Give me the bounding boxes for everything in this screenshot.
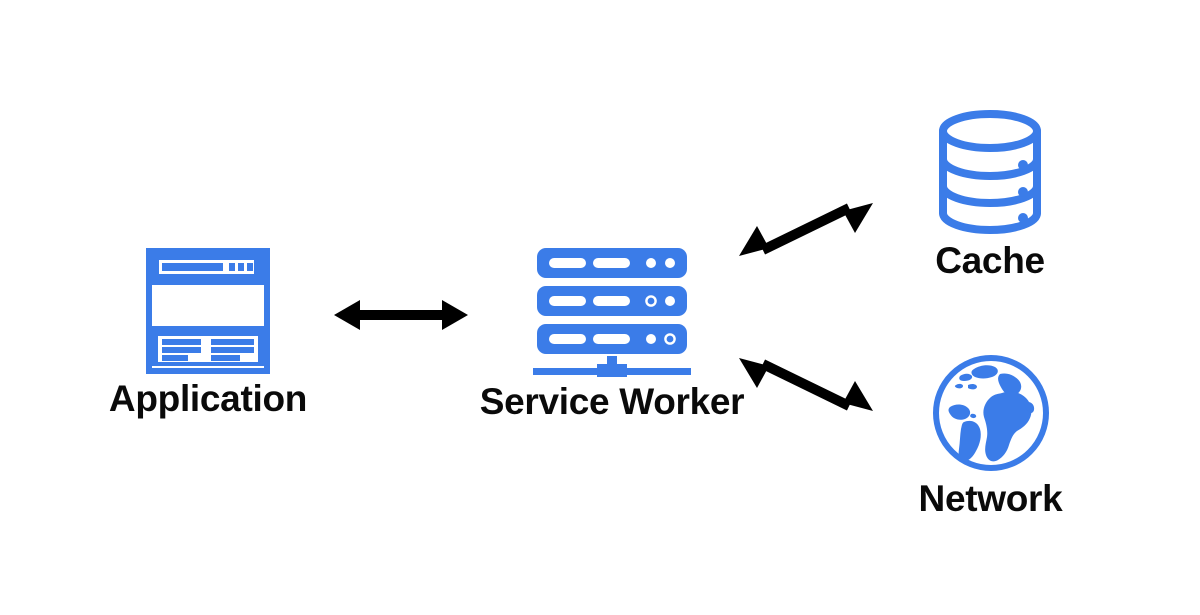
diagram-node-label-application: Application: [108, 378, 308, 419]
diagram-node-label-service-worker: Service Worker: [479, 381, 745, 422]
database-cylinder-icon: [932, 108, 1048, 236]
browser-window-icon: [146, 248, 270, 374]
connector-service-worker-network: [736, 342, 876, 426]
connector-application-service-worker: [332, 288, 470, 342]
diagram-node-label-cache: Cache: [935, 240, 1045, 281]
server-rack-icon: [531, 244, 693, 377]
diagram-node-cache[interactable]: Cache: [880, 108, 1100, 281]
diagram-node-application[interactable]: Application: [78, 248, 338, 419]
globe-icon: [930, 352, 1052, 474]
connector-service-worker-cache: [736, 188, 876, 272]
diagram-node-service-worker[interactable]: Service Worker: [452, 244, 772, 422]
diagram-node-label-network: Network: [918, 478, 1063, 519]
diagram-node-network[interactable]: Network: [878, 352, 1103, 519]
